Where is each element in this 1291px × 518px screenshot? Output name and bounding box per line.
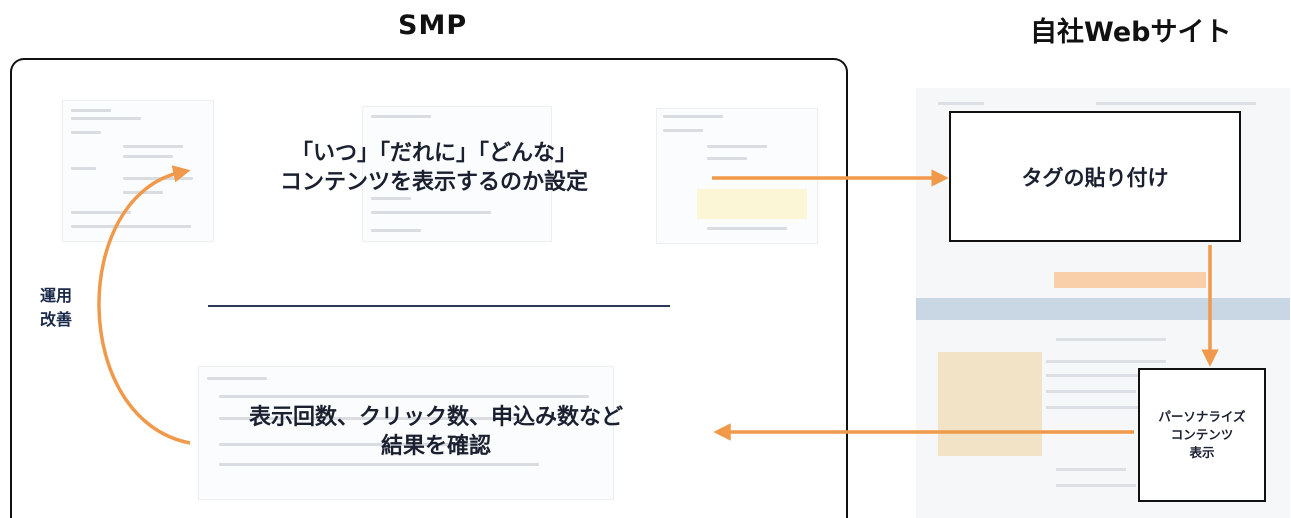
result-step-line2: 結果を確認 <box>380 433 491 459</box>
operation-label-line1: 運用 <box>40 286 73 305</box>
result-step-line1: 表示回数、クリック数、申込み数など <box>248 405 623 430</box>
tag-paste-label: タグの貼り付け <box>1021 165 1169 190</box>
config-step-line2: コンテンツを表示するのか設定 <box>279 169 588 195</box>
settings-screenshot-2 <box>362 106 552 242</box>
personalize-line1: パーソナライズ <box>1158 408 1246 424</box>
smp-frame <box>10 58 848 518</box>
tag-paste-box: タグの貼り付け <box>949 111 1241 242</box>
divider <box>208 305 670 307</box>
results-table-screenshot <box>198 366 614 500</box>
config-step-line1: 「いつ」「だれに」「どんな」 <box>290 141 577 166</box>
operation-improvement-label: 運用 改善 <box>40 284 72 332</box>
operation-label-line2: 改善 <box>40 310 73 329</box>
website-heading: 自社Webサイト <box>1030 17 1232 48</box>
settings-screenshot-3 <box>656 108 818 244</box>
result-step-text: 表示回数、クリック数、申込み数など 結果を確認 <box>196 404 676 461</box>
personalized-content-box: パーソナライズ コンテンツ 表示 <box>1138 368 1266 502</box>
personalize-line2: コンテンツ <box>1170 426 1234 442</box>
config-step-text: 「いつ」「だれに」「どんな」 コンテンツを表示するのか設定 <box>234 140 634 197</box>
smp-heading: SMP <box>398 10 468 41</box>
personalize-line3: 表示 <box>1189 445 1215 461</box>
arrow-improvement-loop <box>97 165 191 445</box>
